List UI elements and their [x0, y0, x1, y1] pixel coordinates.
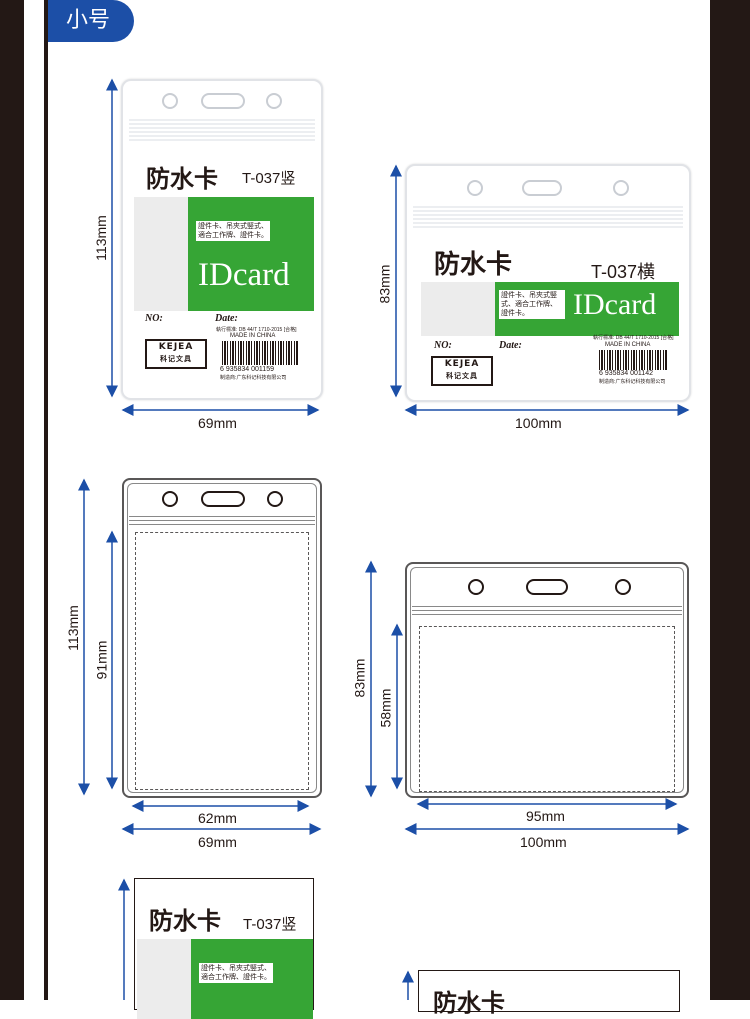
hole-left — [162, 93, 178, 109]
manufacturer-text: 制造商:广东科记科技有限公司 — [220, 375, 287, 381]
date-label: Date: — [499, 340, 522, 351]
made-in-text: MADE IN CHINA — [605, 342, 651, 348]
idcard-label: IDcard — [573, 288, 657, 321]
green-panel: 證件卡、吊夾式竪式、適合工作牌、證件卡。 IDcard — [495, 282, 679, 336]
insert-area-dashed — [419, 626, 675, 792]
dim-label-outline-v-inner-height: 91mm — [93, 640, 110, 680]
no-label: NO: — [434, 340, 452, 351]
manufacturer-text: 制造商:广东科记科技有限公司 — [599, 379, 666, 385]
hole-right — [613, 180, 629, 196]
dim-label-h-width: 100mm — [515, 415, 562, 431]
insert-description: 證件卡、吊夾式竪式、適合工作牌、證件卡。 — [199, 963, 273, 983]
insert-title: 防水卡 — [434, 250, 513, 280]
hole-right — [267, 491, 283, 507]
seal-line — [129, 516, 315, 517]
outline-inner-edge — [127, 483, 317, 793]
seal-line — [412, 614, 682, 615]
logo-text: KEJEA — [444, 359, 480, 369]
insert-area-dashed — [135, 532, 309, 790]
hole-slot — [201, 491, 245, 507]
dim-label-outline-h-height: 83mm — [351, 658, 368, 698]
section-tab: 小号 — [48, 0, 134, 42]
hole-left — [162, 491, 178, 507]
photo-area — [134, 197, 188, 311]
outline-inner-edge — [410, 567, 684, 793]
right-frame-bar — [710, 0, 750, 1000]
dim-label-outline-v-width: 69mm — [198, 834, 237, 850]
seal-strip — [129, 119, 315, 141]
hole-left — [467, 180, 483, 196]
dim-label-h-height: 83mm — [376, 264, 393, 304]
seal-line — [412, 606, 682, 607]
hole-slot — [522, 180, 562, 196]
left-frame-bar — [0, 0, 24, 1000]
logo-sub: 科记文具 — [160, 355, 192, 363]
seal-line — [129, 520, 315, 521]
logo-sub: 科记文具 — [446, 372, 478, 380]
dim-label-outline-h-inner-width: 95mm — [526, 808, 565, 824]
insert-title: 防水卡 — [149, 906, 221, 935]
dim-label-outline-h-inner-height: 58mm — [377, 688, 394, 728]
dim-label-v-width: 69mm — [198, 415, 237, 431]
seal-line — [412, 610, 682, 611]
horizontal-card-product: 防水卡 T-037横 證件卡、吊夾式竪式、適合工作牌、證件卡。 IDcard N… — [405, 164, 691, 402]
hole-right — [615, 579, 631, 595]
insert-paper: 防水卡 T-037横 證件卡、吊夾式竪式、適合工作牌、證件卡。 IDcard N… — [419, 236, 681, 388]
idcard-label: IDcard — [198, 257, 290, 293]
dim-label-v-height: 113mm — [92, 215, 109, 261]
barcode — [222, 341, 298, 365]
vertical-card-product: 防水卡 T-037竖 證件卡、吊夾式竪式、適合工作牌、證件卡。 IDcard N… — [121, 79, 323, 400]
insert-description: 證件卡、吊夾式竪式、適合工作牌、證件卡。 — [196, 221, 270, 241]
hole-right — [266, 93, 282, 109]
dim-label-outline-v-inner-width: 62mm — [198, 810, 237, 826]
date-label: Date: — [215, 313, 238, 324]
green-panel: 證件卡、吊夾式竪式、適合工作牌、證件卡。 IDcard — [188, 197, 314, 311]
vertical-outline-drawing — [122, 478, 322, 798]
photo-area — [421, 282, 495, 336]
barcode-number: 6 935834 001159 — [220, 366, 274, 373]
left-frame-line — [44, 0, 48, 1000]
hole-slot — [201, 93, 245, 109]
insert-title: 防水卡 — [146, 164, 218, 193]
barcode — [599, 350, 667, 370]
insert-paper: 防水卡 T-037竖 證件卡、吊夾式竪式、適合工作牌、證件卡。 IDcard N… — [132, 149, 314, 387]
dim-label-outline-v-height: 113mm — [64, 605, 81, 651]
seal-strip — [413, 206, 683, 228]
kejea-logo: KEJEA 科记文具 — [431, 356, 493, 386]
insert-model: T-037竖 — [242, 170, 296, 187]
barcode-number: 6 935834 001142 — [599, 370, 653, 377]
horizontal-outline-drawing — [405, 562, 689, 798]
logo-text: KEJEA — [158, 342, 194, 352]
no-label: NO: — [145, 313, 163, 324]
standard-text: 執行標准: DB 44/T 1710-2015 [合格] — [216, 327, 297, 333]
kejea-logo: KEJEA 科记文具 — [145, 339, 207, 369]
dim-label-outline-h-width: 100mm — [520, 834, 567, 850]
seal-line — [129, 524, 315, 525]
made-in-text: MADE IN CHINA — [230, 333, 276, 339]
insert-description: 證件卡、吊夾式竪式、適合工作牌、證件卡。 — [499, 290, 565, 319]
hole-left — [468, 579, 484, 595]
hole-slot — [526, 579, 568, 595]
standard-text: 執行標准: DB 44/T 1710-2015 [合格] — [593, 335, 674, 341]
insert-model: T-037竖 — [243, 916, 297, 933]
insert-model: T-037横 — [591, 262, 656, 282]
